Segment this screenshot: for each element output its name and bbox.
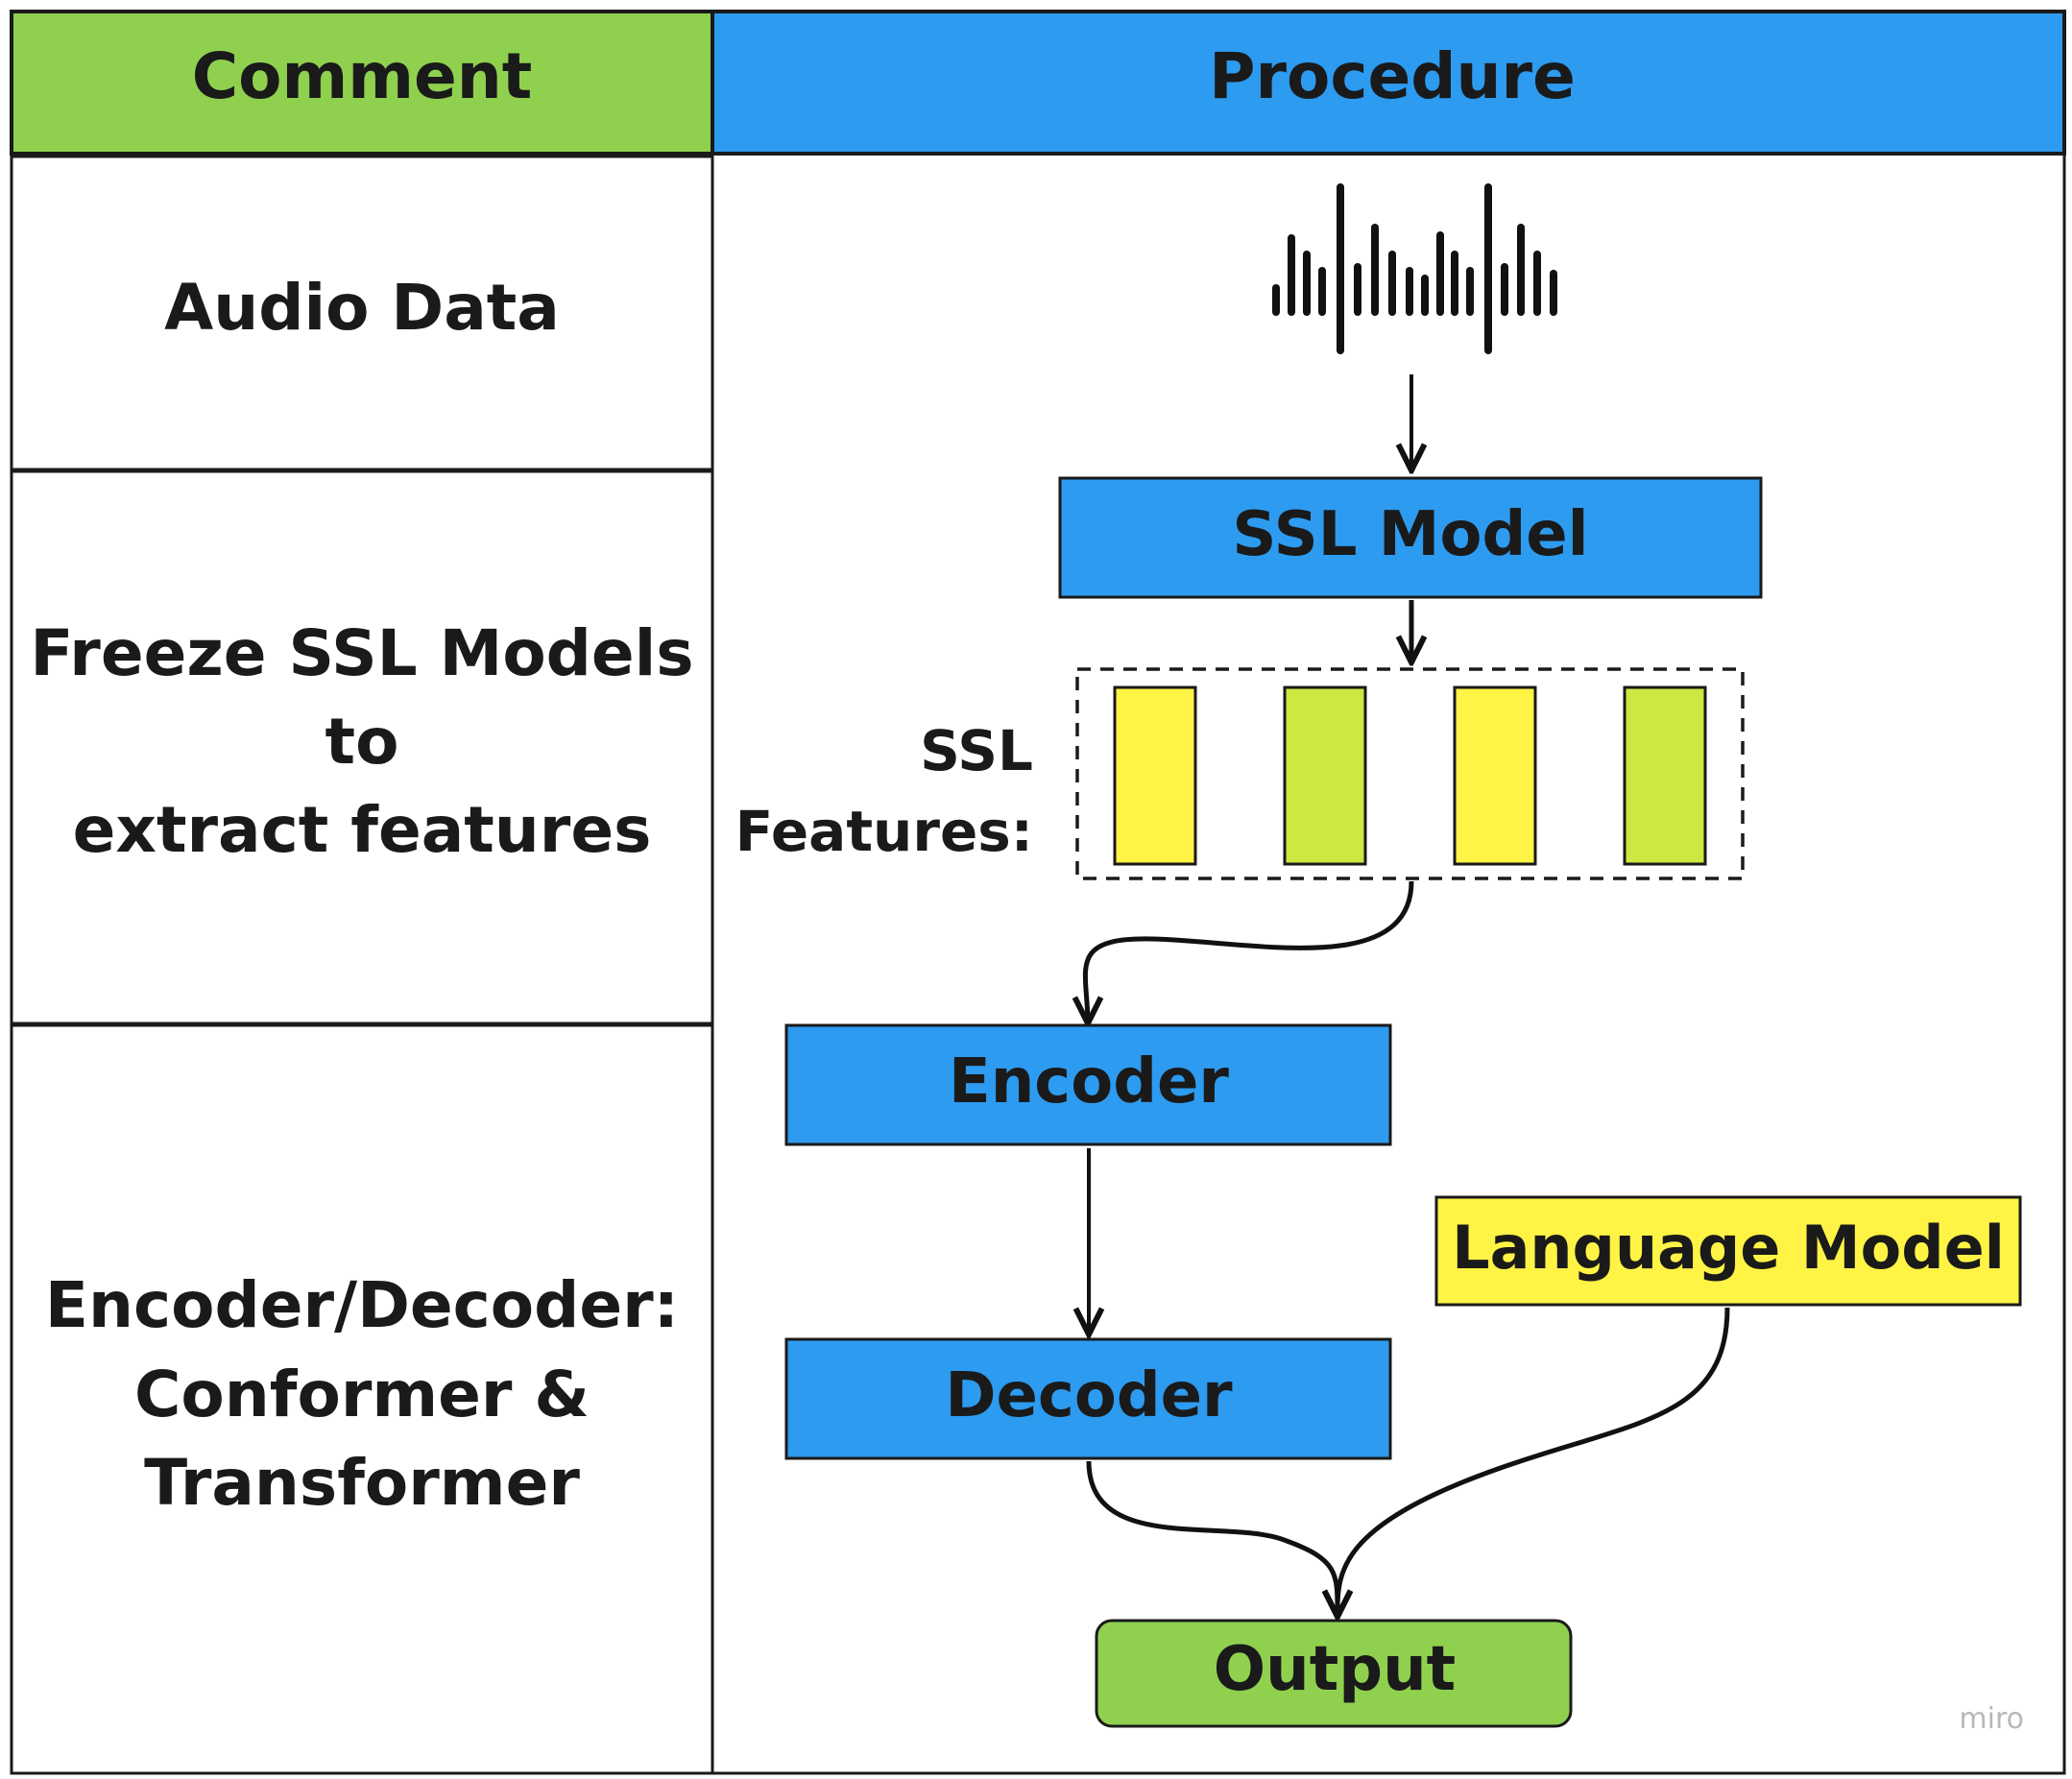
feature-bar-2 [1283,685,1367,866]
output-label: Output [1214,1634,1457,1705]
language-model-label: Language Model [1452,1213,2005,1283]
miro-watermark: miro [1959,1702,2024,1736]
arrow-language-model-to-output [1337,1307,1730,1617]
comment-encdec-line2: Conformer & [134,1358,590,1431]
ssl-features-label-line1: SSL [920,718,1033,783]
comment-freeze-line2: to [325,705,399,779]
feature-bar-4 [1623,685,1707,866]
comment-freeze-line3: extract features [73,793,652,867]
procedure-header [711,10,2066,156]
audio-waveform-icon [1272,183,1557,354]
comment-audio-data: Audio Data [164,271,560,345]
arrow-decoder-to-output [1086,1460,1337,1617]
encoder-label: Encoder [949,1046,1229,1118]
ssl-features-group [1075,667,1745,880]
decoder-box [784,1337,1392,1460]
comment-header-label: Comment [192,39,533,113]
language-model-box [1434,1195,2022,1307]
comment-encdec-line1: Encoder/Decoder: [45,1268,679,1342]
comment-header [10,10,714,156]
feature-bar-3 [1453,685,1537,866]
comment-encdec-line3: Transformer [144,1446,580,1520]
ssl-features-label-line2: Features: [735,799,1033,864]
output-box [1095,1619,1573,1728]
comment-freeze-line1: Freeze SSL Models [30,616,693,690]
feature-bar-1 [1113,685,1197,866]
procedure-header-label: Procedure [1209,39,1576,113]
table-outline [10,10,2066,1775]
ssl-model-box [1058,476,1763,599]
decoder-label: Decoder [945,1360,1233,1431]
encoder-box [784,1023,1392,1146]
arrow-features-to-encoder [1085,880,1414,1023]
ssl-model-label: SSL Model [1232,499,1588,570]
